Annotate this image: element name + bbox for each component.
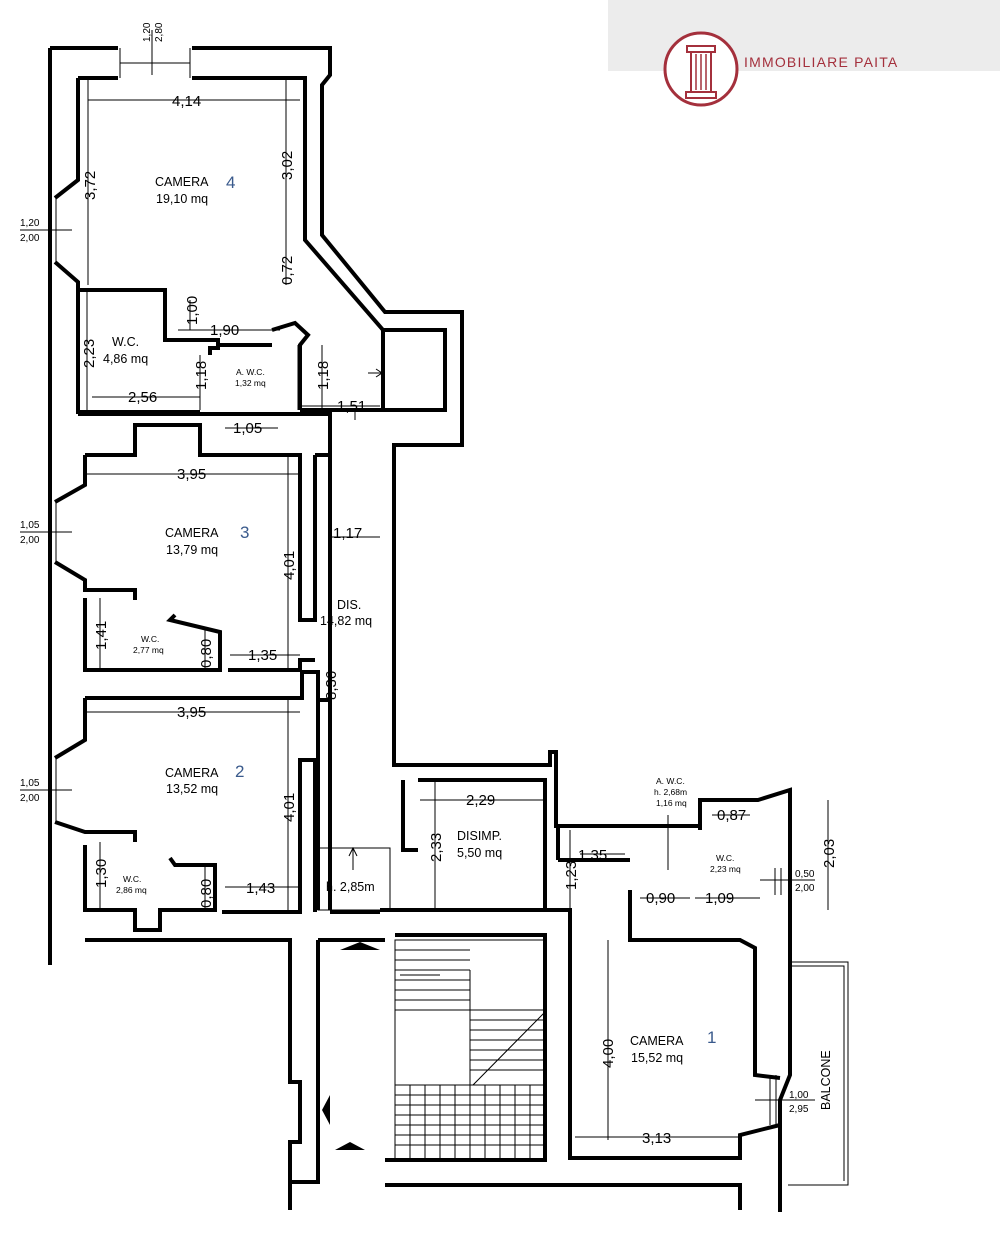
dim-label: 1,18	[193, 361, 210, 390]
window-height: 2,00	[795, 883, 815, 894]
room-camera1-area: 15,52 mq	[631, 1051, 683, 1065]
dim-label: 4,01	[281, 551, 298, 580]
dim-label: 2,03	[821, 839, 838, 868]
window-height: 2,00	[20, 535, 40, 546]
dim-label: 0,87	[717, 807, 746, 824]
dimension-labels: 4,14 1,90 2,56 1,05 1,51 3,95 1,17 1,35 …	[81, 93, 838, 1147]
dim-label: 1,35	[578, 847, 607, 864]
dim-label: 0,80	[198, 879, 215, 908]
room-camera2-name: CAMERA	[165, 766, 219, 780]
window-height: 2,95	[789, 1104, 809, 1115]
room-wc-b-area: 2,77 mq	[133, 645, 164, 655]
room-camera4-area: 19,10 mq	[156, 192, 208, 206]
windows	[20, 30, 849, 1186]
stair-height: h. 2,85m	[326, 880, 375, 894]
dim-label: 1,18	[315, 361, 332, 390]
dim-label: 1,00	[184, 296, 201, 325]
dim-label: 3,95	[177, 466, 206, 483]
window-width: 1,05	[20, 778, 40, 789]
dim-label: 1,43	[246, 880, 275, 897]
dim-label: 3,72	[82, 171, 99, 200]
dim-label: 1,30	[93, 859, 110, 888]
room-wc-c-name: W.C.	[123, 874, 141, 884]
dim-label: 4,14	[172, 93, 201, 110]
dim-label: 8,36	[323, 671, 340, 700]
dim-label: 2,56	[128, 389, 157, 406]
dim-label: 1,17	[333, 525, 362, 542]
dimension-lines	[85, 80, 829, 1140]
room-awc-b-name: A. W.C.	[656, 776, 685, 786]
room-dis-area: 14,82 mq	[320, 614, 372, 628]
room-wc-c-area: 2,86 mq	[116, 885, 147, 895]
dim-label: 3,95	[177, 704, 206, 721]
dim-label: 0,90	[646, 890, 675, 907]
window-labels: 1,20 2,80 1,20 2,00 1,05 2,00 1,05 2,00 …	[20, 22, 815, 1115]
dim-label: 1,51	[337, 398, 366, 415]
room-disimp-name: DISIMP.	[457, 829, 502, 843]
window-width: 0,50	[795, 869, 815, 880]
dim-label: 1,90	[210, 322, 239, 339]
dim-label: 4,01	[281, 793, 298, 822]
dim-label: 4,00	[600, 1039, 617, 1068]
window-height: 2,80	[154, 22, 165, 42]
room-wc-a-name: W.C.	[112, 335, 139, 349]
dim-label: 0,80	[198, 639, 215, 668]
room-camera2-area: 13,52 mq	[166, 782, 218, 796]
window-width: 1,05	[20, 520, 40, 531]
room-awc-a-area: 1,32 mq	[235, 378, 266, 388]
window-width: 1,20	[142, 22, 153, 42]
room-wc-a-area: 4,86 mq	[103, 352, 148, 366]
window-height: 2,00	[20, 793, 40, 804]
window-width: 1,00	[789, 1090, 809, 1101]
window-width: 1,20	[20, 218, 40, 229]
dim-label: 1,41	[93, 621, 110, 650]
room-camera4-number: 4	[226, 173, 235, 192]
room-camera1-name: CAMERA	[630, 1034, 684, 1048]
room-wc-d-name: W.C.	[716, 853, 734, 863]
dim-label: 1,35	[248, 647, 277, 664]
room-camera3-area: 13,79 mq	[166, 543, 218, 557]
room-camera2-number: 2	[235, 762, 244, 781]
room-camera3-name: CAMERA	[165, 526, 219, 540]
room-camera1-number: 1	[707, 1028, 716, 1047]
dim-label: 1,09	[705, 890, 734, 907]
window-height: 2,00	[20, 233, 40, 244]
room-camera4-name: CAMERA	[155, 175, 209, 189]
room-wc-b-name: W.C.	[141, 634, 159, 644]
room-awc-b-area: 1,16 mq	[656, 798, 687, 808]
dim-label: 2,33	[428, 833, 445, 862]
dim-label: 1,23	[563, 861, 580, 890]
balcone-label: BALCONE	[819, 1050, 833, 1110]
room-awc-a-name: A. W.C.	[236, 367, 265, 377]
dim-label: 0,72	[279, 256, 296, 285]
dim-label: 2,29	[466, 792, 495, 809]
dim-label: 2,23	[81, 339, 98, 368]
company-name: IMMOBILIARE PAITA	[744, 54, 899, 70]
dim-label: 3,02	[279, 151, 296, 180]
dim-label: 3,13	[642, 1130, 671, 1147]
room-dis-name: DIS.	[337, 598, 361, 612]
walls	[48, 46, 792, 1212]
stairs	[317, 846, 546, 1161]
room-camera3-number: 3	[240, 523, 249, 542]
room-disimp-area: 5,50 mq	[457, 846, 502, 860]
dim-label: 1,05	[233, 420, 262, 437]
room-wc-d-area: 2,23 mq	[710, 864, 741, 874]
room-awc-b-height: h. 2,68m	[654, 787, 687, 797]
